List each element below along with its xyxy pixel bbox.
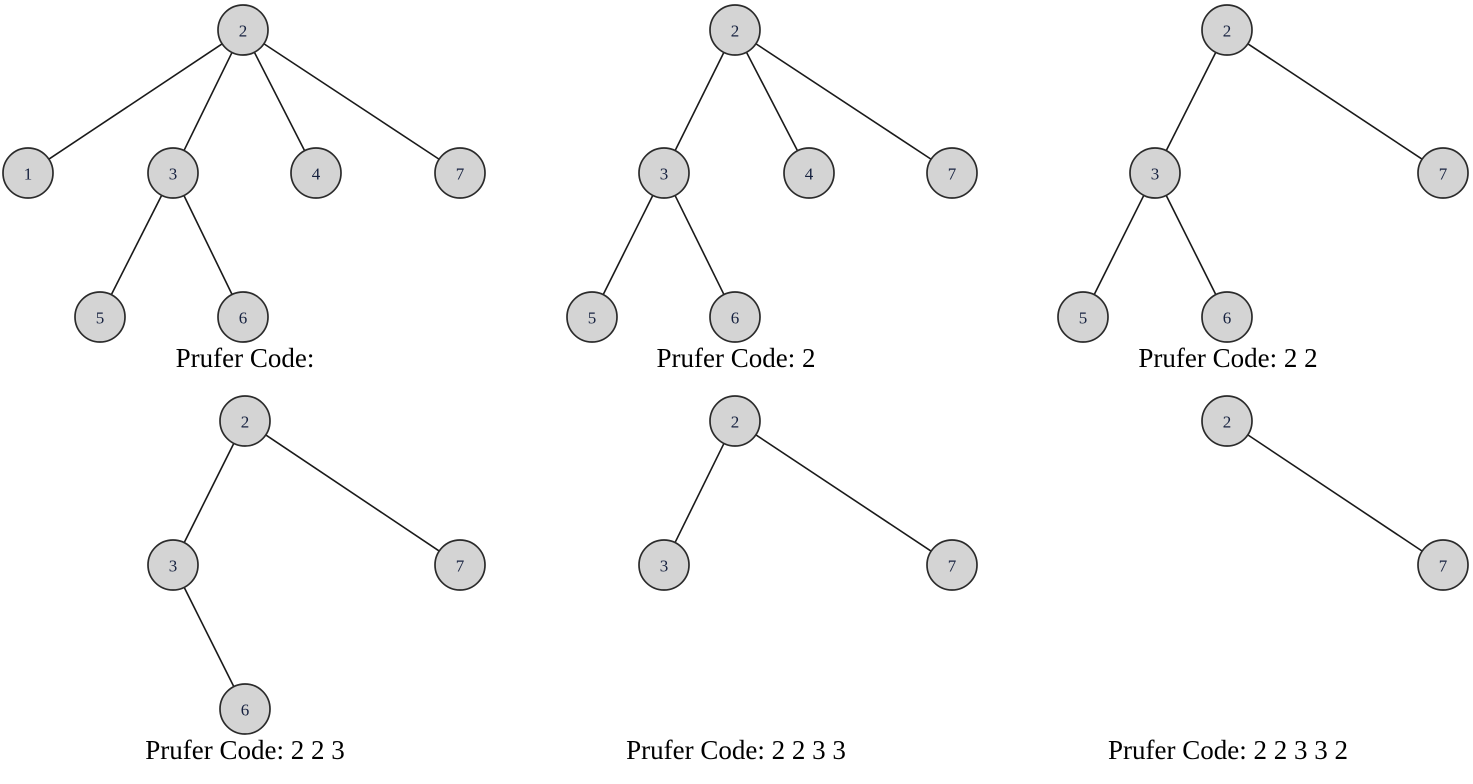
tree-edge-3-5 — [602, 195, 654, 295]
tree-node-7[interactable]: 7 — [434, 539, 486, 591]
tree-edge-2-7 — [265, 434, 440, 552]
tree-edge-3-6 — [674, 195, 725, 295]
node-circle-7[interactable] — [1417, 147, 1469, 199]
tree-node-5[interactable]: 5 — [74, 291, 126, 343]
tree-node-2[interactable]: 2 — [709, 395, 761, 447]
tree-node-7[interactable]: 7 — [1417, 147, 1469, 199]
tree-panel-5: 2 3 7 — [638, 395, 978, 591]
tree-panel-2: 2 3 4 7 5 6 — [566, 4, 978, 343]
node-circle-7[interactable] — [926, 539, 978, 591]
node-circle-2[interactable] — [709, 395, 761, 447]
tree-node-2[interactable]: 2 — [1201, 4, 1253, 56]
node-circle-6[interactable] — [217, 291, 269, 343]
node-circle-3[interactable] — [147, 147, 199, 199]
node-circle-2[interactable] — [709, 4, 761, 56]
node-circle-6[interactable] — [709, 291, 761, 343]
node-circle-3[interactable] — [147, 539, 199, 591]
tree-edge-2-3 — [674, 52, 725, 151]
tree-panel-6: 27 — [1201, 395, 1469, 591]
tree-panel-3: 2 3 7 5 6 — [1057, 4, 1469, 343]
prufer-code-caption-text: Prufer Code: 2 2 3 3 2 — [1108, 735, 1348, 765]
tree-edge-2-3 — [183, 52, 233, 151]
tree-node-7[interactable]: 7 — [926, 147, 978, 199]
tree-panel-4: 2 3 7 6 — [147, 395, 486, 735]
tree-node-2[interactable]: 2 — [709, 4, 761, 56]
tree-panel-1: 2 1 3 4 7 5 6 — [2, 4, 486, 343]
tree-node-2[interactable]: 2 — [219, 395, 271, 447]
tree-edge-3-6 — [1165, 195, 1217, 295]
tree-node-6[interactable]: 6 — [709, 291, 761, 343]
tree-node-6[interactable]: 6 — [219, 683, 271, 735]
node-circle-4[interactable] — [290, 147, 342, 199]
node-circle-5[interactable] — [1057, 291, 1109, 343]
node-circle-7[interactable] — [1417, 539, 1469, 591]
tree-node-7[interactable]: 7 — [434, 147, 486, 199]
prufer-code-caption-text: Prufer Code: 2 2 3 3 — [626, 735, 846, 765]
tree-node-4[interactable]: 4 — [290, 147, 342, 199]
tree-node-6[interactable]: 6 — [1201, 291, 1253, 343]
prufer-code-caption-text: Prufer Code: — [175, 343, 315, 373]
tree-edge-3-6 — [183, 195, 233, 295]
node-circle-3[interactable] — [1129, 147, 1181, 199]
node-circle-3[interactable] — [638, 539, 690, 591]
node-circle-7[interactable] — [926, 147, 978, 199]
node-circle-5[interactable] — [566, 291, 618, 343]
tree-edge-2-7 — [263, 43, 440, 160]
tree-node-1[interactable]: 1 — [2, 147, 54, 199]
tree-node-6[interactable]: 6 — [217, 291, 269, 343]
tree-node-4[interactable]: 4 — [783, 147, 835, 199]
tree-edge-2-4 — [745, 51, 799, 152]
tree-node-3[interactable]: 3 — [147, 147, 199, 199]
node-circle-2[interactable] — [217, 4, 269, 56]
tree-node-7[interactable]: 7 — [926, 539, 978, 591]
tree-edge-3-5 — [1093, 195, 1145, 295]
tree-node-3[interactable]: 3 — [1129, 147, 1181, 199]
tree-edge-2-3 — [183, 443, 235, 543]
node-circle-2[interactable] — [1201, 4, 1253, 56]
node-circle-2[interactable] — [219, 395, 271, 447]
tree-edge-2-7 — [755, 43, 932, 160]
tree-node-2[interactable]: 2 — [217, 4, 269, 56]
tree-edge-2-3 — [674, 443, 725, 543]
tree-edge-2-7 — [755, 434, 932, 552]
node-circle-3[interactable] — [638, 147, 690, 199]
prufer-code-caption-text: Prufer Code: 2 — [656, 343, 816, 373]
node-circle-2[interactable] — [1201, 395, 1253, 447]
prufer-code-caption-text: Prufer Code: 2 2 — [1138, 343, 1318, 373]
tree-node-3[interactable]: 3 — [638, 539, 690, 591]
node-circle-6[interactable] — [219, 683, 271, 735]
tree-edge-2-1 — [48, 43, 223, 160]
tree-node-2[interactable]: 2 — [1201, 395, 1253, 447]
tree-edge-2-4 — [253, 51, 306, 152]
tree-node-5[interactable]: 5 — [1057, 291, 1109, 343]
node-circle-4[interactable] — [783, 147, 835, 199]
tree-edge-3-6 — [183, 587, 235, 687]
node-circle-7[interactable] — [434, 539, 486, 591]
tree-edge-2-3 — [1165, 51, 1217, 152]
tree-node-3[interactable]: 3 — [638, 147, 690, 199]
node-circle-5[interactable] — [74, 291, 126, 343]
node-circle-7[interactable] — [434, 147, 486, 199]
tree-node-5[interactable]: 5 — [566, 291, 618, 343]
tree-edge-3-5 — [110, 194, 163, 296]
tree-node-7[interactable]: 7 — [1417, 539, 1469, 591]
node-circle-6[interactable] — [1201, 291, 1253, 343]
tree-edge-2-7 — [1247, 434, 1423, 552]
tree-edge-2-7 — [1247, 43, 1423, 160]
node-circle-1[interactable] — [2, 147, 54, 199]
tree-node-3[interactable]: 3 — [147, 539, 199, 591]
prufer-code-caption-text: Prufer Code: 2 2 3 — [145, 735, 345, 765]
